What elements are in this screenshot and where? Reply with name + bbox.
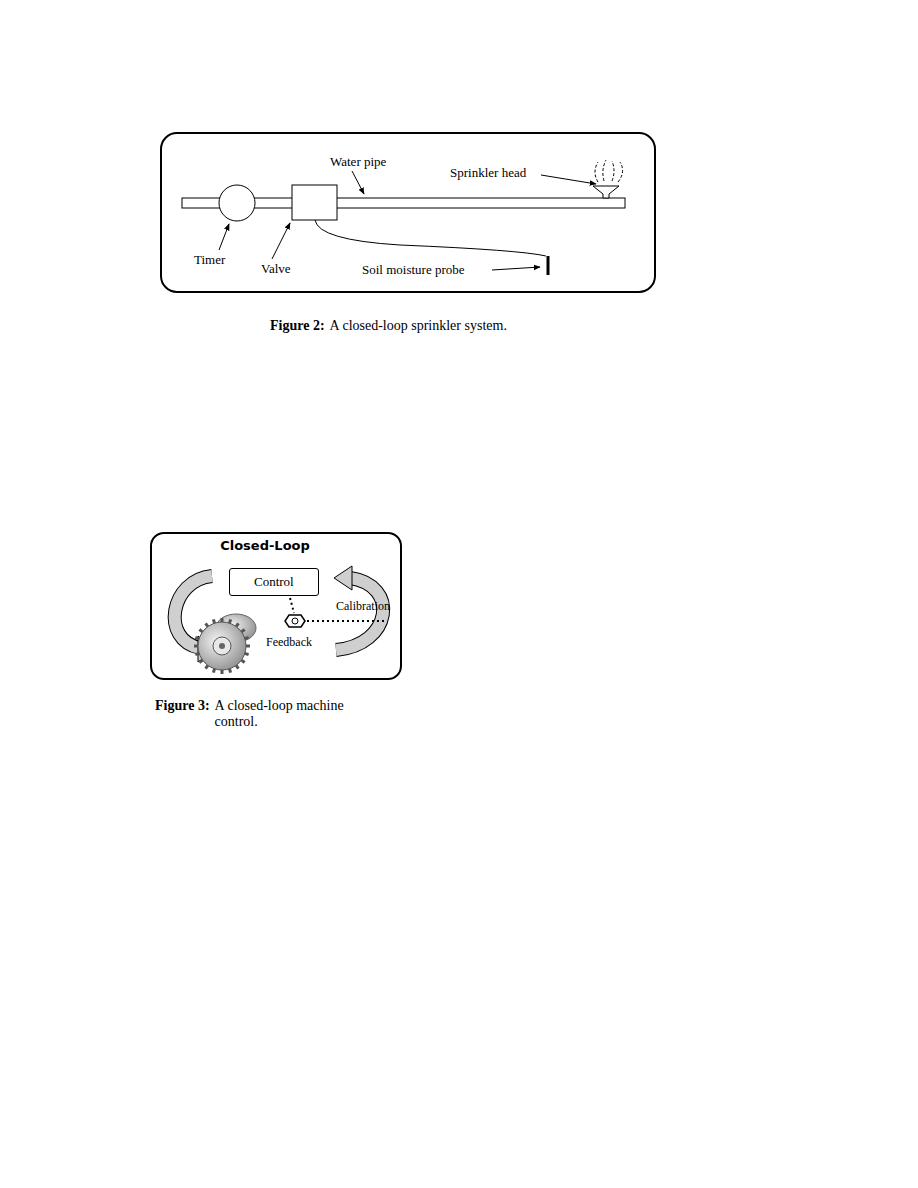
sprinkler-head (593, 186, 619, 198)
gear-tooth (195, 653, 199, 654)
control-box: Control (229, 568, 319, 596)
frame-title: Closed-Loop (130, 534, 400, 553)
box-label: Control (254, 574, 294, 590)
gear-tooth (206, 623, 208, 626)
part-label: Water pipe (330, 155, 386, 170)
gear-tooth (213, 619, 214, 623)
caption-text: A closed-loop sprinkler system. (330, 318, 507, 334)
gear-tooth (245, 653, 249, 654)
water-spray (595, 160, 623, 182)
gear-tooth (199, 630, 202, 632)
gear-tooth (236, 665, 238, 668)
caption-text: A closed-loop machine control. (215, 698, 365, 730)
gear-tooth (241, 630, 244, 632)
gear-tooth (245, 637, 249, 638)
signal-label: Feedback (266, 636, 312, 650)
gear-tooth (195, 637, 199, 638)
soil-moisture-probe (547, 256, 550, 275)
caption-number: Figure 3: (155, 698, 210, 714)
leader-lines (219, 171, 596, 270)
timer-symbol (219, 185, 255, 221)
gear-tooth (229, 669, 230, 673)
calibration-nut (285, 615, 305, 627)
part-label: Valve (261, 262, 291, 277)
part-label: Soil moisture probe (362, 263, 465, 278)
gear-illustration (194, 614, 256, 674)
part-label: Sprinkler head (450, 166, 526, 181)
gear-tooth (194, 645, 198, 648)
gear-tooth (206, 665, 208, 668)
gear-tooth (199, 660, 202, 662)
gear-tooth (246, 645, 250, 648)
valve-symbol (292, 185, 337, 220)
figure-frame: Closed-LoopControl (150, 532, 402, 680)
signal-label: Calibration (336, 600, 390, 614)
gear-tooth (229, 619, 230, 623)
part-label: Timer (194, 253, 225, 268)
probe-wire (315, 220, 546, 256)
gear-tooth (221, 670, 224, 674)
gear-tooth (213, 669, 214, 673)
caption-number: Figure 2: (270, 318, 325, 334)
gear-tooth (221, 618, 224, 622)
gear-tooth (236, 623, 238, 626)
gear-tooth (241, 660, 244, 662)
figure-frame (161, 133, 655, 292)
